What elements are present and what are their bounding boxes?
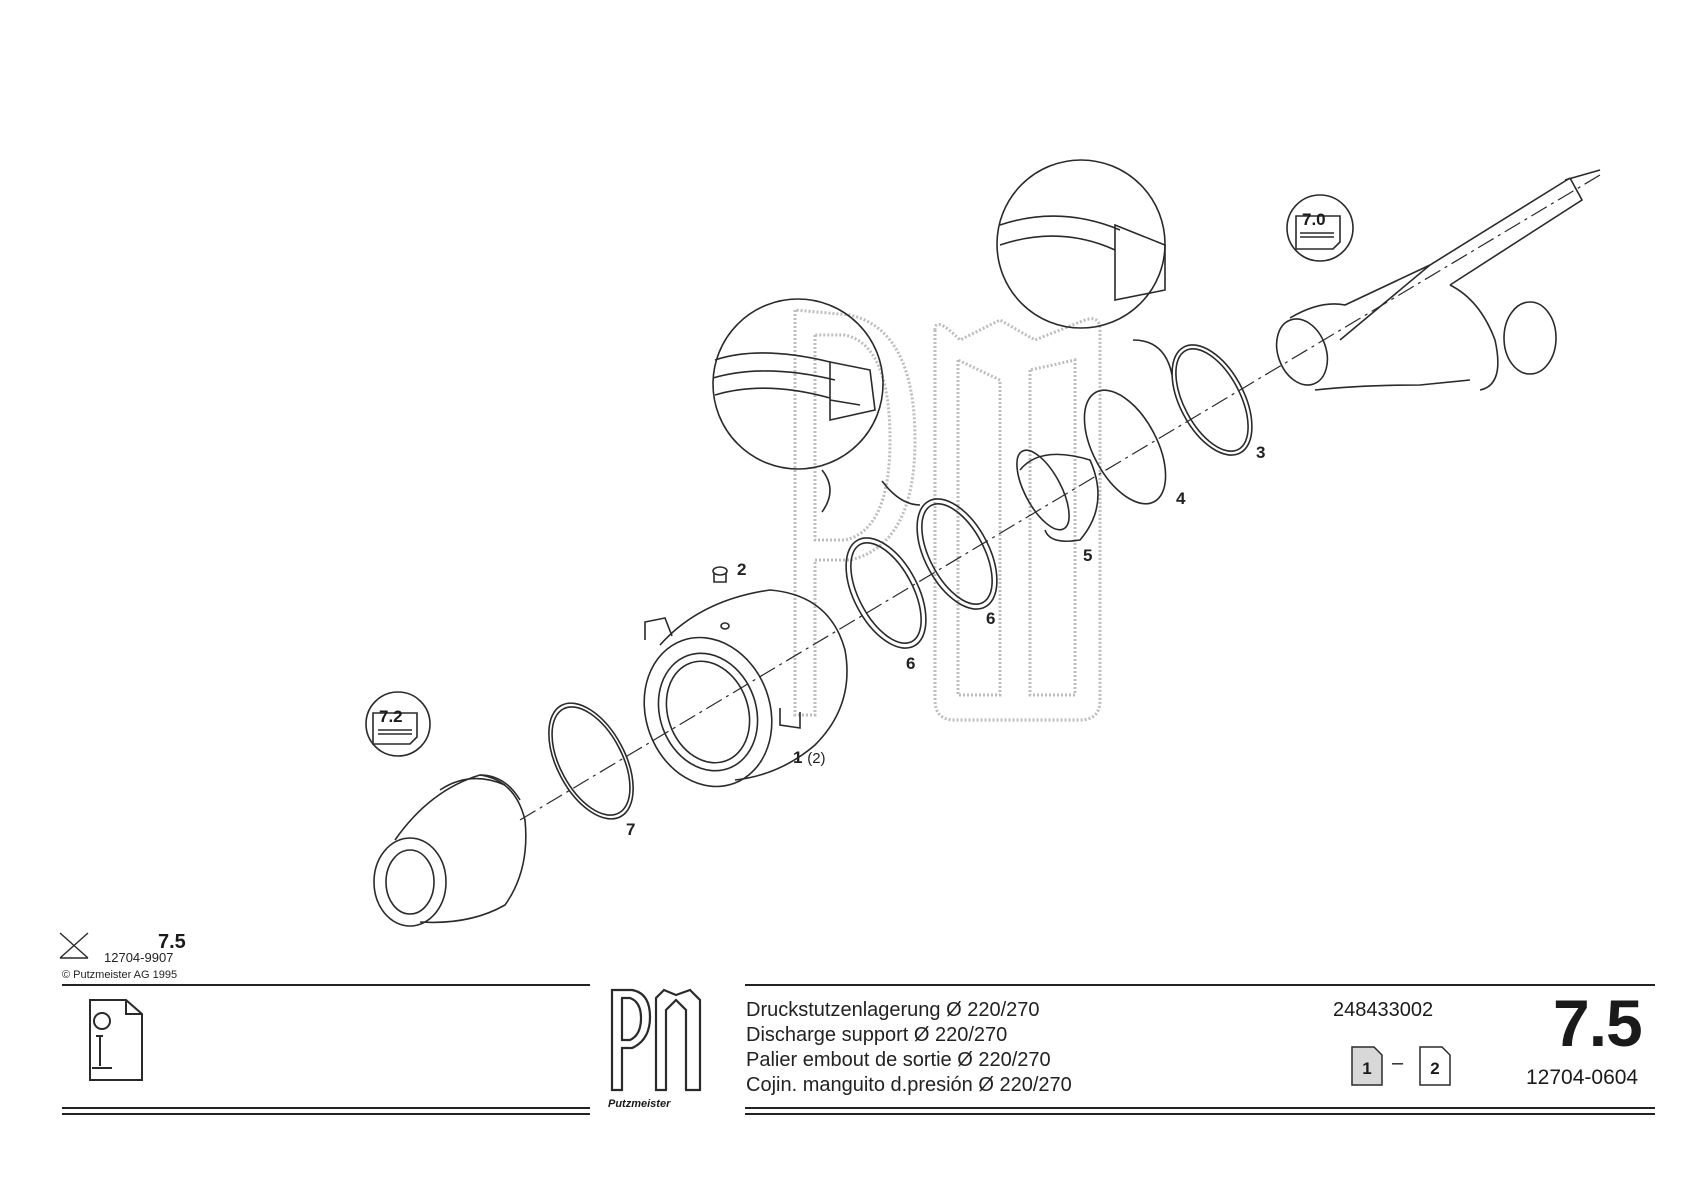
bushing-5 — [1016, 449, 1099, 543]
ring-3 — [1171, 344, 1253, 456]
detail-leader-left-b — [881, 480, 921, 506]
copyright: © Putzmeister AG 1995 — [62, 969, 178, 981]
discharge-pipe-7-0 — [1275, 169, 1601, 391]
pm-logo-icon — [610, 988, 702, 1092]
ref-badge-72: 7.2 — [379, 707, 403, 726]
part-cone-7-2 — [373, 774, 527, 927]
document-number: 12704-0604 — [1526, 1066, 1639, 1089]
detail-circle-right — [996, 159, 1166, 329]
title-es: Cojin. manguito d.presión Ø 220/270 — [746, 1074, 1072, 1096]
ref-badge-70: 7.0 — [1302, 210, 1326, 229]
ring-6a — [845, 537, 927, 649]
ring-6b — [916, 498, 998, 610]
title-de: Druckstutzenlagerung Ø 220/270 — [746, 999, 1040, 1021]
ref-badge-72-frame — [365, 691, 431, 757]
callout-2: 2 — [737, 560, 747, 579]
pm-watermark — [793, 308, 1102, 722]
callout-1-qty: (2) — [807, 750, 826, 767]
revision-section: 7.5 — [158, 931, 186, 953]
callout-7: 7 — [626, 820, 636, 839]
screw-2 — [712, 566, 728, 583]
ring-7 — [548, 702, 634, 820]
ref-badge-70-frame — [1286, 194, 1354, 262]
housing-1 — [643, 589, 848, 788]
title-en: Discharge support Ø 220/270 — [746, 1024, 1008, 1046]
center-axis — [519, 174, 1601, 821]
callout-6b: 6 — [986, 609, 996, 628]
detail-leader-right — [1132, 339, 1173, 376]
callout-6a: 6 — [906, 654, 916, 673]
callout-3: 3 — [1256, 443, 1266, 462]
section-number: 7.5 — [1553, 986, 1643, 1060]
brand-name: Putzmeister — [608, 1098, 671, 1110]
title-fr: Palier embout de sortie Ø 220/270 — [746, 1049, 1051, 1071]
page-separator: – — [1392, 1052, 1404, 1074]
info-icon — [89, 999, 143, 1081]
title-lines: Druckstutzenlagerung Ø 220/270 Discharge… — [746, 998, 1072, 1098]
revision-code: 12704-9907 — [104, 950, 174, 965]
page-total[interactable]: 2 — [1430, 1059, 1440, 1078]
detail-leader-left-a — [821, 469, 831, 513]
part-number: 248433002 — [1333, 999, 1434, 1021]
page-current[interactable]: 1 — [1362, 1059, 1372, 1078]
ring-4 — [1083, 389, 1167, 505]
callout-4: 4 — [1176, 489, 1186, 508]
callout-5: 5 — [1083, 546, 1093, 565]
callout-1: 1 (2) — [793, 748, 826, 767]
page-icon — [1351, 1046, 1451, 1086]
detail-circle-left — [712, 298, 884, 470]
revision-cross-icon — [59, 932, 89, 959]
